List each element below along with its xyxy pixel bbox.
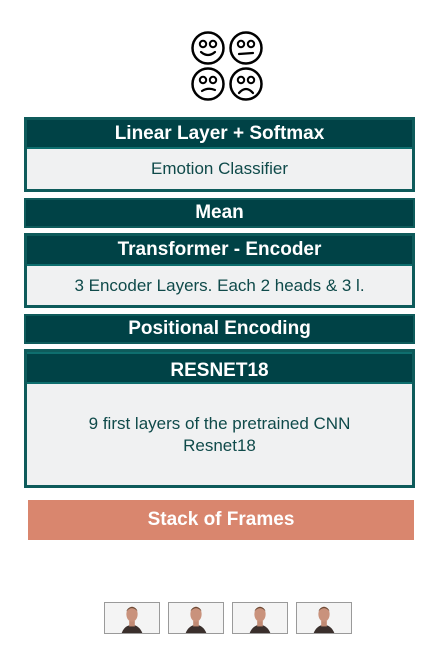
video-frame-thumbnail xyxy=(104,602,160,634)
neutral-face-icon xyxy=(228,30,264,66)
resnet-block-title: RESNET18 xyxy=(27,352,412,384)
video-frame-thumbnail xyxy=(296,602,352,634)
resnet-block: RESNET18 9 first layers of the pretraine… xyxy=(24,349,415,488)
resnet-body-line-2: Resnet18 xyxy=(183,435,256,455)
positional-encoding-block: Positional Encoding xyxy=(24,314,415,344)
classifier-block-body: Emotion Classifier xyxy=(151,159,288,178)
encoder-block-body: 3 Encoder Layers. Each 2 heads & 3 l. xyxy=(74,275,365,295)
classifier-block-title: Linear Layer + Softmax xyxy=(27,120,412,149)
encoder-block: Transformer - Encoder 3 Encoder Layers. … xyxy=(24,233,415,308)
mean-block: Mean xyxy=(24,198,415,228)
happy-face-icon xyxy=(190,30,226,66)
encoder-block-title: Transformer - Encoder xyxy=(27,236,412,266)
sad-face-icon xyxy=(190,66,226,102)
stack-of-frames-block: Stack of Frames xyxy=(28,500,414,540)
video-frame-thumbnail xyxy=(168,602,224,634)
resnet-block-body: 9 first layers of the pretrained CNN Res… xyxy=(27,384,412,485)
video-frame-thumbnail xyxy=(232,602,288,634)
resnet-body-line-1: 9 first layers of the pretrained CNN xyxy=(88,413,351,433)
frowning-face-icon xyxy=(228,66,264,102)
classifier-block: Linear Layer + Softmax Emotion Classifie… xyxy=(24,117,415,192)
